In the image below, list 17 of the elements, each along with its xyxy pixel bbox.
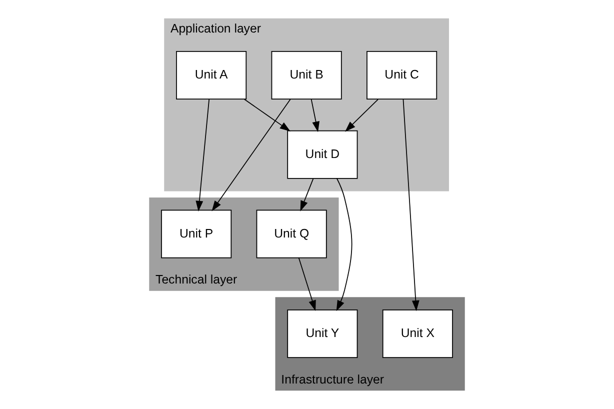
arrow	[300, 178, 314, 212]
arrow	[298, 257, 316, 311]
node-box: Unit Q	[256, 210, 327, 258]
node-box: Unit C	[366, 51, 438, 100]
node-box: Unit P	[161, 210, 232, 258]
arrow	[345, 99, 378, 132]
node-box: Unit B	[271, 51, 342, 100]
node-box: Unit D	[287, 130, 358, 179]
node-box: Unit A	[176, 51, 247, 100]
arrow	[244, 98, 290, 132]
arrow	[196, 98, 210, 212]
arrow	[310, 99, 320, 132]
arrow	[336, 178, 352, 312]
arrow	[402, 98, 420, 312]
arrow	[212, 98, 291, 212]
node-box: Unit Y	[287, 309, 358, 358]
node-box: Unit X	[382, 309, 453, 358]
